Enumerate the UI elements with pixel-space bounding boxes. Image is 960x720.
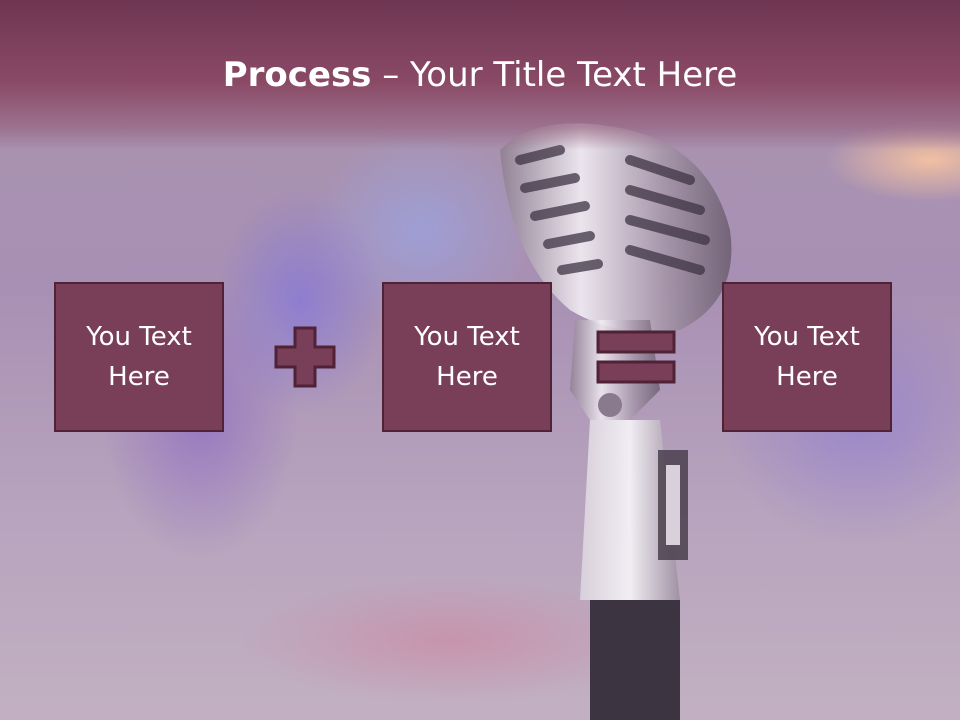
process-box-2[interactable]: You Text Here: [382, 282, 552, 432]
title-band: [0, 0, 960, 150]
equals-icon: [596, 330, 676, 384]
process-box-1[interactable]: You Text Here: [54, 282, 224, 432]
title-bold: Process: [222, 55, 372, 95]
slide-title[interactable]: Process – Your Title Text Here: [0, 52, 960, 98]
process-box-2-text: You Text Here: [414, 322, 520, 392]
plus-icon: [274, 326, 336, 388]
process-box-3-text: You Text Here: [754, 322, 860, 392]
title-rest: – Your Title Text Here: [371, 55, 738, 95]
process-box-1-text: You Text Here: [86, 322, 192, 392]
process-box-3[interactable]: You Text Here: [722, 282, 892, 432]
